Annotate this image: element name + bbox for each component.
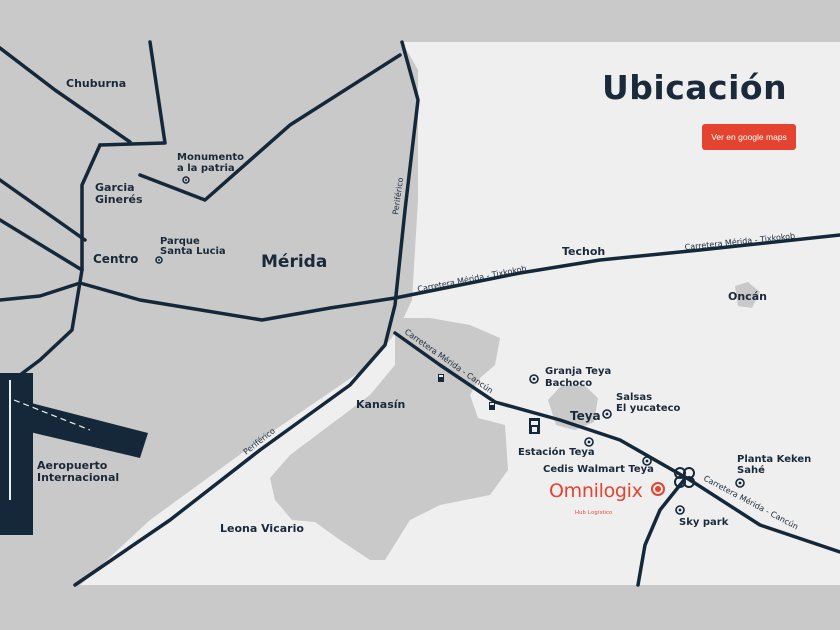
poi-salsas-line2: El yucateco xyxy=(616,403,681,414)
page-title: Ubicación xyxy=(602,68,788,107)
poi-keken-line2: Sahé xyxy=(737,464,765,476)
place-centro: Centro xyxy=(93,252,138,266)
road-chuburna-1 xyxy=(0,46,132,144)
poi-keken-line1: Planta Keken xyxy=(737,454,811,465)
place-techoh: Techoh xyxy=(562,245,605,258)
location-pin-icon xyxy=(651,482,665,496)
place-merida: Mérida xyxy=(261,252,327,272)
road-cancun xyxy=(393,331,840,554)
road-periferico xyxy=(73,40,420,587)
bottom-band xyxy=(0,585,840,630)
building-icon xyxy=(529,418,540,434)
poi-skypark: Sky park xyxy=(679,517,729,528)
road-west xyxy=(0,218,84,272)
parque-marker-icon xyxy=(155,256,163,264)
brand-tagline: Hub Logístico xyxy=(575,510,613,516)
road-chuburna-2 xyxy=(98,40,167,147)
airport xyxy=(0,373,148,535)
road-centro xyxy=(18,143,102,377)
place-monumento-line1: Monumento xyxy=(177,152,244,163)
place-monumento-line2: a la patria xyxy=(177,163,235,174)
place-chuburna: Chuburna xyxy=(66,77,126,90)
place-aeropuerto-line1: Aeropuerto xyxy=(37,459,108,472)
place-oncan: Oncán xyxy=(728,290,767,303)
google-maps-button[interactable]: Ver en google maps xyxy=(702,124,796,150)
place-aeropuerto-line2: Internacional xyxy=(37,471,119,484)
oncan-area xyxy=(735,282,760,308)
place-teya: Teya xyxy=(570,409,601,423)
place-parque-line1: Parque xyxy=(160,236,200,247)
skypark-marker-icon xyxy=(675,505,685,515)
poi-granja-line2: Bachoco xyxy=(545,378,592,389)
place-leona: Leona Vicario xyxy=(220,522,304,535)
top-band xyxy=(0,0,840,42)
place-garcia-line2: Ginerés xyxy=(95,193,143,206)
keken-marker-icon xyxy=(735,478,745,488)
poi-cedis: Cedis Walmart Teya xyxy=(543,464,654,475)
poi-salsas-line1: Salsas xyxy=(616,392,652,403)
road-tixkokob xyxy=(0,233,840,322)
salsas-marker-icon xyxy=(602,409,612,419)
estacion-marker-icon xyxy=(584,437,594,447)
place-garcia-line1: Garcia xyxy=(95,181,135,194)
fuel-icon xyxy=(489,402,495,410)
cedis-marker-icon xyxy=(642,456,652,466)
poi-estacion: Estación Teya xyxy=(518,446,595,458)
monumento-marker-icon xyxy=(182,176,190,184)
road-sky-park xyxy=(636,478,686,587)
road-garcia xyxy=(0,178,87,242)
road-monumento xyxy=(138,53,402,202)
granja-marker-icon xyxy=(529,374,539,384)
place-kanasin: Kanasín xyxy=(356,398,405,411)
cloverleaf-icon xyxy=(674,467,695,488)
fuel-icon xyxy=(438,374,444,382)
omnilogix-marker: Omnilogix Hub Logístico xyxy=(549,480,679,516)
brand-name: Omnilogix xyxy=(549,480,643,502)
place-parque-line2: Santa Lucia xyxy=(160,246,226,257)
poi-granja-line1: Granja Teya xyxy=(545,366,611,377)
kanasin-area xyxy=(270,318,508,560)
